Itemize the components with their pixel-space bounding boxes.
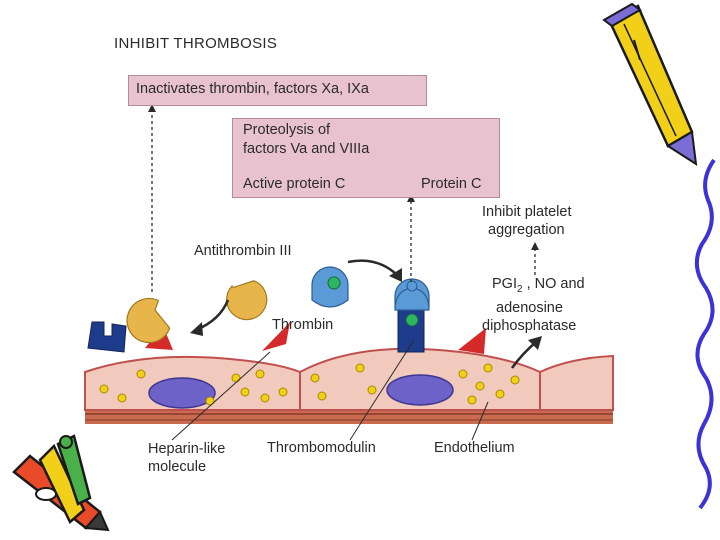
antithrombin-bound <box>126 297 171 344</box>
heparin-receptor <box>87 321 127 353</box>
inhibit-label: Inhibit platelet aggregation <box>482 203 571 239</box>
nucleus <box>148 377 216 409</box>
pencil-icon-right <box>602 2 698 166</box>
pointer-lines <box>171 339 489 441</box>
pgi-sub: 2 <box>516 283 523 295</box>
pgi-suffix: , NO and <box>522 276 585 292</box>
dashed-arrows <box>151 110 536 292</box>
active-protein-c: Active protein C <box>243 176 346 192</box>
basement-membrane <box>85 410 613 424</box>
diphosphatase-line: diphosphatase <box>482 317 577 334</box>
proteolysis-line1: Proteolysis of <box>243 122 331 138</box>
heparin-label: Heparin-like molecule <box>148 440 225 476</box>
protein-c: Protein C <box>421 176 482 192</box>
thrombin-label: Thrombin <box>272 317 334 333</box>
pgi-prefix: PGI <box>492 276 517 292</box>
thrombomodulin-label: Thrombomodulin <box>267 440 376 456</box>
inactivates-box: Inactivates thrombin, factors Xa, IXa <box>128 75 427 106</box>
heparin-line2: molecule <box>148 459 207 475</box>
diagram-title: INHIBIT THROMBOSIS <box>114 35 278 52</box>
pencil-icon-bottom-left <box>12 434 110 532</box>
heparin-line1: Heparin-like <box>148 441 226 457</box>
inactivates-text: Inactivates thrombin, factors Xa, IXa <box>136 81 369 97</box>
endothelium-label: Endothelium <box>434 440 515 456</box>
inhibit-line1: Inhibit platelet <box>482 204 572 220</box>
nucleus <box>386 374 454 406</box>
granules <box>99 363 520 406</box>
inhibit-line2: aggregation <box>488 222 565 238</box>
antithrombin-label: Antithrombin III <box>194 243 292 259</box>
decorative-wave <box>694 158 716 510</box>
protein-c-box: Proteolysis of factors Va and VIIIa Acti… <box>232 118 500 198</box>
adenosine-line: adenosine <box>496 299 563 316</box>
antithrombin-free <box>226 280 268 321</box>
proteolysis-line2: factors Va and VIIIa <box>243 141 370 157</box>
thrombin-site <box>327 276 341 290</box>
pgi-label: PGI2 , NO and adenosine diphosphatase <box>482 275 585 335</box>
